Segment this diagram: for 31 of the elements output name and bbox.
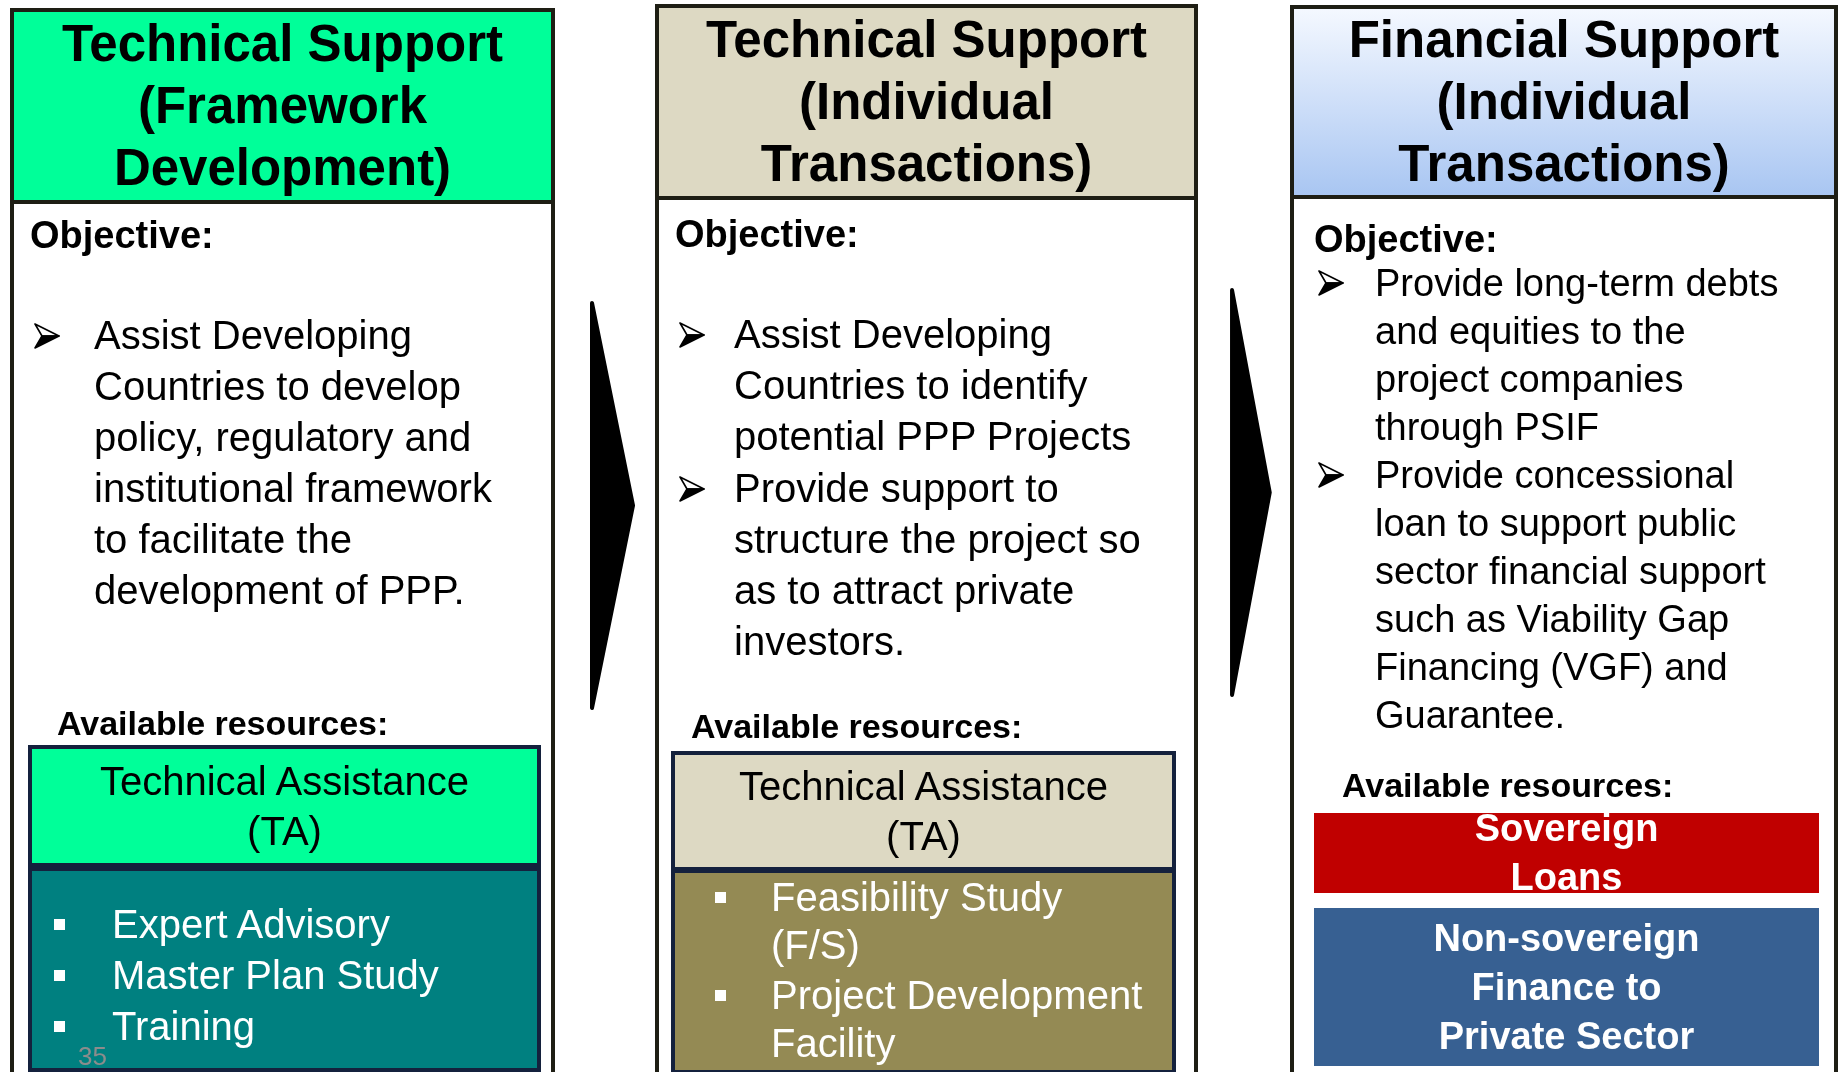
resource-list-box (28, 867, 541, 1072)
objective-heading: Objective: (30, 213, 214, 258)
resources-heading: Available resources: (57, 703, 389, 744)
objective-text: Provide concessional loan to support public sector financial support such as Viability Gap Financing (VGF) and Guarantee. (1375, 453, 1767, 738)
resource-box: Sovereign Loans (1314, 813, 1819, 893)
objective-text: Assist Developing Countries to develop policy, regulatory and institutional framework to facilitate the development of PPP. (94, 312, 493, 614)
resource-header-box: Technical Assistance (TA) (671, 751, 1176, 871)
objective-heading: Objective: (1314, 217, 1498, 262)
page-number: 35 (78, 1042, 107, 1070)
panel-header: Technical Support (Individual Transactions) (659, 8, 1194, 200)
chevron-arrow (1230, 288, 1272, 697)
objective-text: Provide support to structure the project so as to attract private investors. (734, 465, 1142, 665)
column-panel (10, 8, 555, 1072)
column-panel (655, 4, 1198, 1072)
list-item: Training (112, 1003, 256, 1050)
resource-box: Non-sovereign Finance to Private Sector (1314, 908, 1819, 1066)
panel-header: Financial Support (Individual Transactions) (1294, 9, 1834, 199)
list-item: Expert Advisory (112, 901, 390, 948)
objective-heading: Objective: (675, 212, 859, 257)
resources-heading: Available resources: (1342, 765, 1674, 806)
panel-header: Technical Support (Framework Development) (14, 12, 551, 204)
list-item: Master Plan Study (112, 952, 439, 999)
objective-text: Assist Developing Countries to identify potential PPP Projects (734, 311, 1133, 460)
list-item: Feasibility Study (F/S) (771, 874, 1064, 969)
column-panel (1290, 5, 1838, 1072)
resources-heading: Available resources: (691, 706, 1023, 747)
chevron-arrow (590, 301, 635, 710)
list-item: Project Development Facility (771, 972, 1144, 1067)
objective-text: Provide long-term debts and equities to the project companies through PSIF (1375, 261, 1780, 450)
resource-list-box (671, 869, 1176, 1072)
resource-header-box: Technical Assistance (TA) (28, 745, 541, 867)
